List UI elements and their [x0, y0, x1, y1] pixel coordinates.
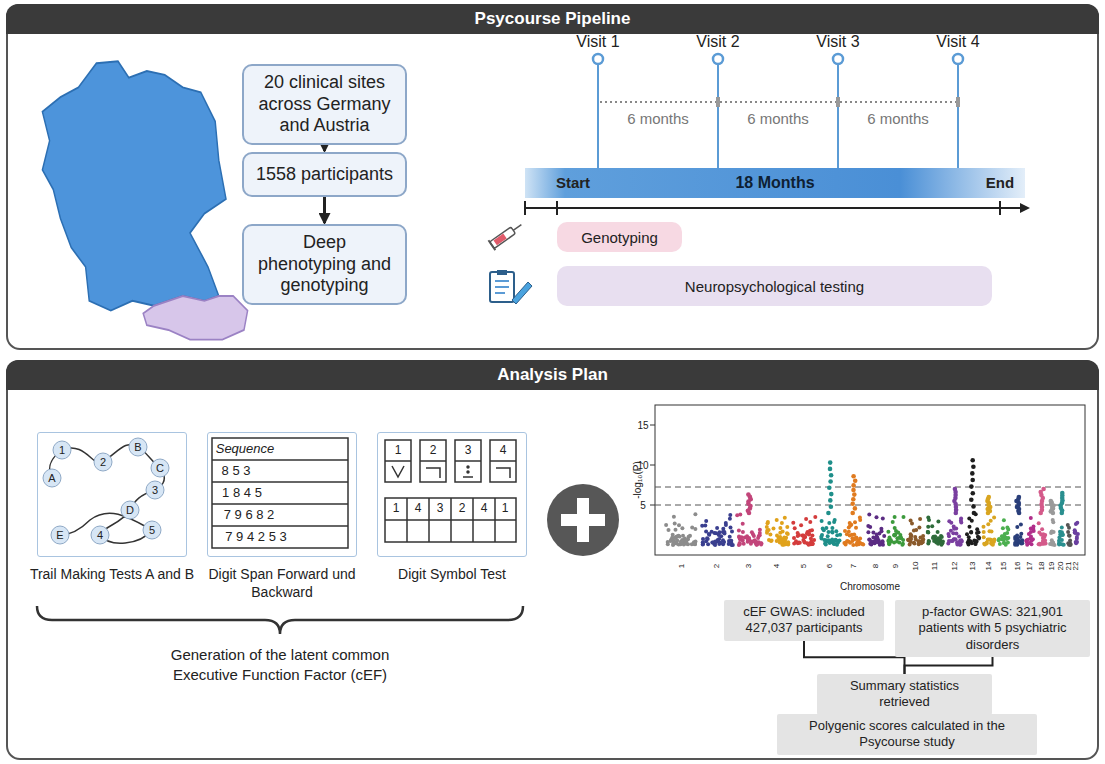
- axis-label: 12: [950, 562, 959, 571]
- test-item: C: [156, 462, 164, 474]
- trail-making-figure: [43, 438, 169, 544]
- box-text: cEF GWAS: included 427,037 participants: [732, 604, 876, 637]
- box-text: 20 clinical sites across Germany and Aus…: [254, 72, 395, 137]
- axis-label: 22: [1072, 562, 1081, 571]
- process-box: Polygenic scores calculated in the Psyco…: [777, 714, 1037, 755]
- axis-label: 3: [745, 564, 754, 568]
- test-item: E: [56, 529, 63, 541]
- connector: [323, 197, 326, 223]
- manhattan-plot: [650, 405, 1085, 555]
- axis-label: 19: [1048, 562, 1057, 571]
- axis-label: 15: [637, 420, 648, 431]
- timeline-label: Visit 2: [696, 33, 739, 51]
- test-item: 4: [97, 529, 103, 541]
- test-item: Sequence: [216, 442, 275, 456]
- process-box: 1558 participants: [242, 152, 407, 197]
- connector: [323, 145, 326, 151]
- box-text: Neuropsychological testing: [685, 278, 864, 295]
- axis-label: 2: [713, 564, 722, 568]
- digit-span-table: [212, 438, 348, 548]
- test-item: 4: [500, 444, 507, 457]
- axis-label: 16: [1013, 562, 1022, 571]
- axis-label: 14: [984, 562, 993, 571]
- axis-label: 8: [871, 564, 880, 568]
- test-item: 8 5 3: [222, 464, 251, 478]
- axis-label: 9: [892, 564, 901, 568]
- test-item: 3: [152, 484, 158, 496]
- axis-label: 10: [912, 562, 921, 571]
- axis-label: 7: [849, 564, 858, 568]
- box-text: Deep phenotyping and genotyping: [254, 232, 395, 297]
- panel-heading: Psycourse Pipeline: [6, 4, 1099, 34]
- timeline-bar: Neuropsychological testing: [557, 266, 992, 306]
- axis-label: 5: [800, 564, 809, 568]
- box-text: 1558 participants: [256, 164, 393, 186]
- test-item: 2: [100, 456, 106, 468]
- process-box: 20 clinical sites across Germany and Aus…: [242, 64, 407, 145]
- timeline-bar: Genotyping: [557, 222, 682, 252]
- timeline-label: 18 Months: [735, 174, 814, 192]
- timeline-label: Start: [556, 175, 590, 192]
- panel-heading: Analysis Plan: [6, 360, 1099, 390]
- timeline-label: Visit 3: [816, 33, 859, 51]
- test-item: 1: [59, 444, 65, 456]
- process-box: p-factor GWAS: 321,901 patients with 5 p…: [895, 600, 1090, 657]
- test-item: 1 8 4 5: [222, 486, 262, 500]
- process-box: Deep phenotyping and genotyping: [242, 224, 407, 305]
- test-item: 4: [415, 502, 422, 515]
- bracket: [37, 606, 523, 634]
- axis-label: 18: [1038, 562, 1047, 571]
- process-box: cEF GWAS: included 427,037 participants: [724, 600, 884, 641]
- test-item: 1: [393, 502, 400, 515]
- axis-label: Chromosome: [840, 581, 900, 592]
- digit-symbol-grid: [385, 440, 516, 542]
- axis-label: 1: [678, 564, 687, 568]
- test-item: 7 9 6 8 2: [224, 508, 275, 522]
- axis-label: 17: [1026, 562, 1035, 571]
- axis-label: 15: [1000, 562, 1009, 571]
- test-item: 2: [430, 444, 437, 457]
- axis-label: 10: [637, 460, 648, 471]
- test-caption: Trail Making Tests A and B: [26, 566, 198, 584]
- timeline-label: 6 months: [867, 111, 929, 128]
- timeline-label: 6 months: [747, 111, 809, 128]
- test-item: 3: [465, 444, 472, 457]
- test-item: 4: [481, 502, 488, 515]
- timeline-label: Generation of the latent common Executiv…: [155, 645, 405, 684]
- axis-label: 6: [825, 564, 834, 568]
- box-text: Polygenic scores calculated in the Psyco…: [785, 718, 1029, 751]
- timeline-label: Visit 1: [576, 33, 619, 51]
- connector: [804, 641, 905, 675]
- connector: [905, 657, 993, 674]
- test-item: 7 9 4 2 5 3: [225, 530, 286, 544]
- axis-label: 11: [931, 562, 940, 570]
- plus-symbol: [547, 484, 619, 556]
- box-text: Genotyping: [581, 229, 658, 246]
- test-item: 5: [149, 524, 155, 536]
- test-item: A: [48, 472, 55, 484]
- timeline-label: 6 months: [627, 111, 689, 128]
- test-item: D: [126, 504, 134, 516]
- axis-label: 4: [773, 564, 782, 568]
- test-caption: Digit Span Forward und Backward: [196, 566, 368, 601]
- test-item: 1: [395, 444, 402, 457]
- box-text: p-factor GWAS: 321,901 patients with 5 p…: [903, 604, 1082, 653]
- test-item: 3: [437, 502, 444, 515]
- axis-label: 13: [968, 562, 977, 571]
- test-item: 2: [459, 502, 466, 515]
- timeline-label: Visit 4: [936, 33, 979, 51]
- process-box: Summary statistics retrieved: [817, 674, 992, 715]
- timeline-label: End: [986, 175, 1014, 192]
- test-item: 1: [502, 502, 509, 515]
- panel: Psycourse Pipeline 20 clinical sites acro…: [6, 4, 1099, 350]
- box-text: Summary statistics retrieved: [825, 678, 984, 711]
- test-caption: Digit Symbol Test: [366, 566, 538, 584]
- test-item: B: [134, 441, 141, 453]
- axis-label: 5: [640, 500, 646, 511]
- panel: Analysis PlanTrail Making Tests A and BD…: [6, 360, 1099, 760]
- map: [42, 61, 247, 339]
